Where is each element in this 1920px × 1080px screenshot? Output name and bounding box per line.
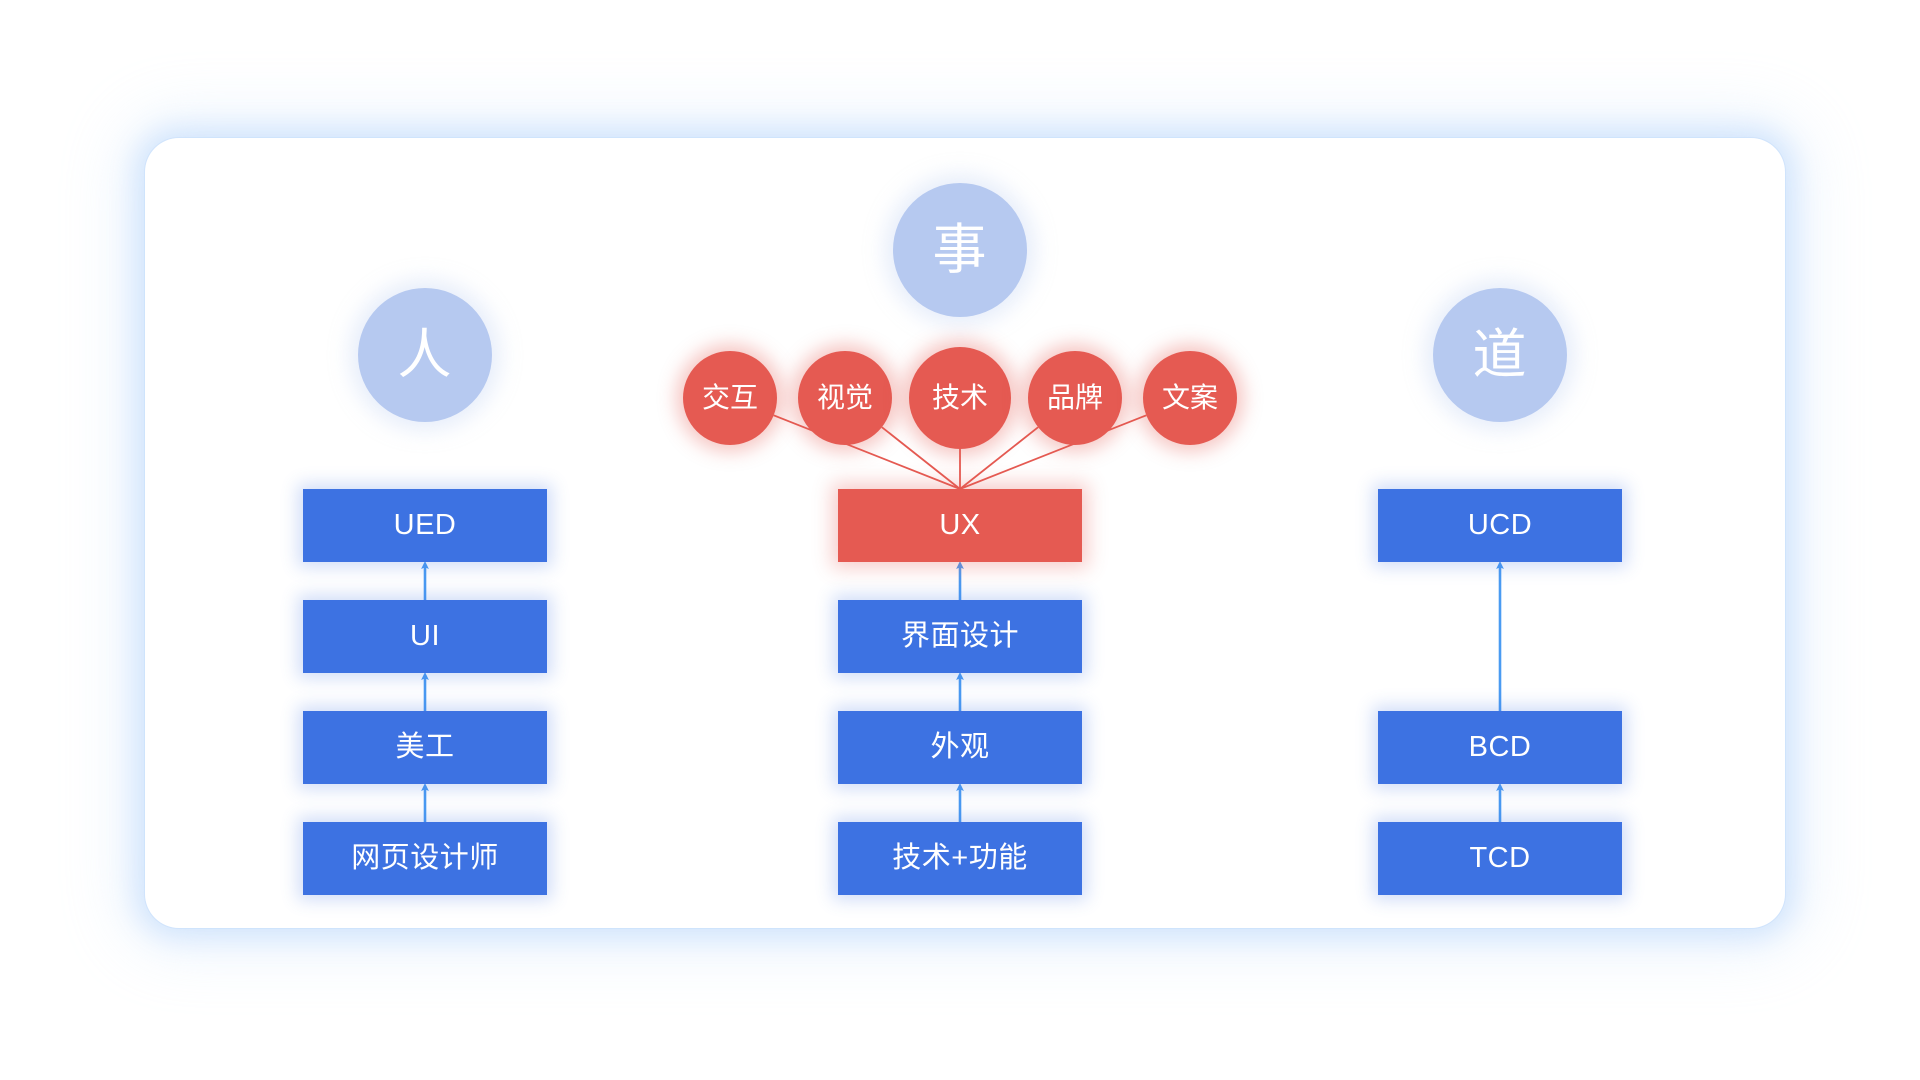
node-ui[interactable]: UI [303, 600, 547, 673]
node-waiguan[interactable]: 外观 [838, 711, 1082, 784]
node-label: 网页设计师 [351, 842, 499, 874]
node-ucd[interactable]: UCD [1378, 489, 1622, 562]
node-label: UX [939, 509, 981, 541]
skill-circle-label: 交互 [701, 382, 758, 413]
skill-circle-wenan[interactable]: 文案 [1143, 351, 1237, 445]
skill-circle-shijue[interactable]: 视觉 [798, 351, 892, 445]
pillar-circle-label: 人 [397, 325, 453, 385]
node-ued[interactable]: UED [303, 489, 547, 562]
skill-circle-pinpai[interactable]: 品牌 [1028, 351, 1122, 445]
pillar-circle-dao: 道 [1433, 288, 1567, 422]
node-tcd[interactable]: TCD [1378, 822, 1622, 895]
skill-circle-label: 品牌 [1046, 382, 1103, 413]
node-meigong[interactable]: 美工 [303, 711, 547, 784]
node-label: 外观 [930, 731, 990, 763]
node-wangye-sheji[interactable]: 网页设计师 [303, 822, 547, 895]
pillar-circle-ren: 人 [358, 288, 492, 422]
pillar-circle-shi: 事 [893, 183, 1027, 317]
pillar-circle-label: 道 [1472, 325, 1528, 385]
node-label: 美工 [395, 731, 455, 763]
node-label: UI [410, 620, 440, 652]
skill-circle-label: 文案 [1161, 382, 1218, 413]
node-bcd[interactable]: BCD [1378, 711, 1622, 784]
node-label: 界面设计 [900, 620, 1019, 652]
node-label: BCD [1468, 731, 1532, 763]
node-ux[interactable]: UX [838, 489, 1082, 562]
node-jishu-gongneng[interactable]: 技术+功能 [838, 822, 1082, 895]
pillar-circle-label: 事 [932, 220, 988, 280]
skill-circle-label: 视觉 [816, 382, 873, 413]
node-label: TCD [1469, 842, 1531, 874]
node-jiemian-sheji[interactable]: 界面设计 [838, 600, 1082, 673]
node-label: 技术+功能 [892, 842, 1028, 874]
node-label: UED [393, 509, 457, 541]
skill-circle-jishu[interactable]: 技术 [909, 347, 1011, 449]
skill-circle-jiaohu[interactable]: 交互 [683, 351, 777, 445]
skill-circle-label: 技术 [931, 382, 988, 413]
node-label: UCD [1467, 509, 1533, 541]
